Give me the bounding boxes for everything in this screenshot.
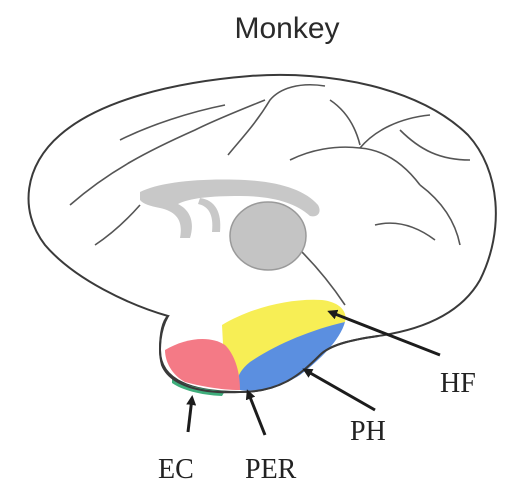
ec-label: EC — [158, 454, 194, 485]
figure-title: Monkey — [234, 12, 339, 45]
per-arrow — [248, 392, 265, 435]
ec-arrow — [188, 398, 192, 432]
ph-label: PH — [350, 416, 386, 447]
thalamus — [230, 202, 306, 270]
hf-label: HF — [440, 368, 476, 399]
ph-arrow — [305, 370, 375, 410]
per-label: PER — [245, 454, 297, 485]
